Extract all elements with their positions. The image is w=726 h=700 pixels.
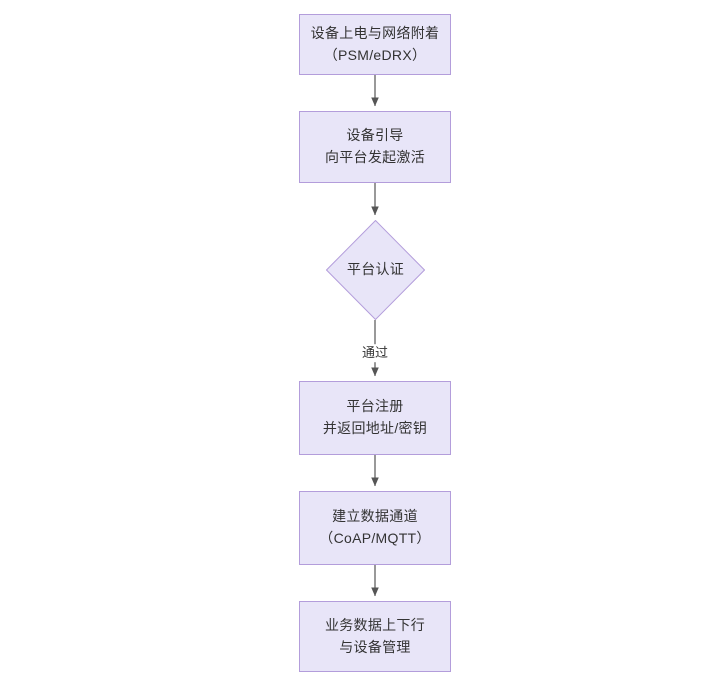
node-platform-register-line-2: 并返回地址/密钥	[322, 420, 428, 436]
node-platform-auth[interactable]: 平台认证	[326, 220, 425, 320]
node-platform-register[interactable]: 平台注册 并返回地址/密钥	[299, 381, 451, 455]
node-bootstrap-text: 设备引导 向平台发起激活	[325, 125, 425, 168]
edge-label-pass: 通过	[358, 344, 392, 362]
node-platform-auth-line-1: 平台认证	[346, 261, 405, 278]
node-service-data-text: 业务数据上下行 与设备管理	[325, 615, 425, 658]
node-data-channel-line-1: 建立数据通道	[332, 508, 418, 525]
node-power-on[interactable]: 设备上电与网络附着 （PSM/eDRX）	[299, 14, 451, 75]
node-power-on-line-2: （PSM/eDRX）	[323, 46, 427, 63]
node-data-channel[interactable]: 建立数据通道 （CoAP/MQTT）	[299, 491, 451, 565]
diamond-shape	[326, 220, 425, 320]
node-data-channel-line-2: （CoAP/MQTT）	[319, 530, 431, 546]
node-platform-auth-text: 平台认证	[347, 259, 404, 281]
node-service-data-line-2: 与设备管理	[339, 638, 411, 655]
node-service-data-line-1: 业务数据上下行	[324, 616, 426, 633]
node-service-data[interactable]: 业务数据上下行 与设备管理	[299, 601, 451, 672]
node-power-on-text: 设备上电与网络附着 （PSM/eDRX）	[311, 23, 440, 66]
node-platform-register-line-1: 平台注册	[346, 398, 404, 415]
node-power-on-line-1: 设备上电与网络附着	[310, 24, 440, 41]
node-bootstrap-line-2: 向平台发起激活	[324, 149, 426, 165]
node-bootstrap[interactable]: 设备引导 向平台发起激活	[299, 111, 451, 183]
node-data-channel-text: 建立数据通道 （CoAP/MQTT）	[319, 506, 430, 549]
node-bootstrap-line-1: 设备引导	[346, 127, 404, 144]
node-platform-register-text: 平台注册 并返回地址/密钥	[323, 396, 427, 439]
